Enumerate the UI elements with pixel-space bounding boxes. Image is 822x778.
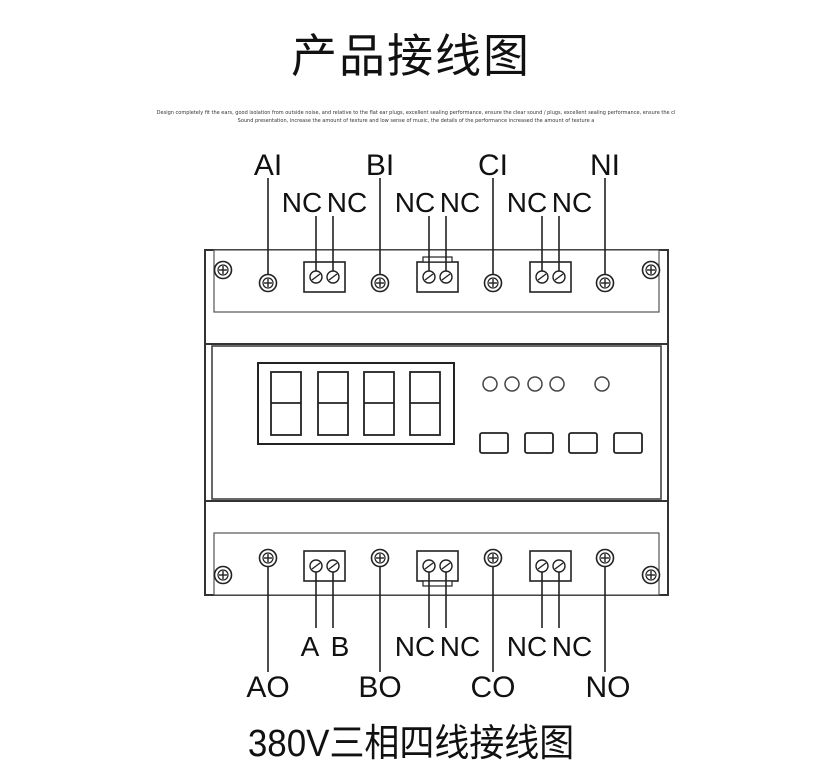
- led-indicator-icon: [594, 376, 610, 392]
- led-indicator-icon: [549, 376, 565, 392]
- corner-screw-icon: [641, 260, 661, 280]
- bottom-terminals: [258, 548, 615, 587]
- terminal-no-screw-icon: [595, 548, 615, 568]
- label-nc: NC: [440, 187, 480, 218]
- label-nc: NC: [507, 631, 547, 662]
- terminal-bo-screw-icon: [370, 548, 390, 568]
- label-bo: BO: [358, 671, 401, 704]
- label-ni: NI: [590, 149, 620, 182]
- label-nc: NC: [395, 631, 435, 662]
- label-co: CO: [471, 671, 516, 704]
- label-ao: AO: [246, 671, 289, 704]
- corner-screw-icon: [213, 565, 233, 585]
- terminal-co-screw-icon: [483, 548, 503, 568]
- led-indicator-icon: [504, 376, 520, 392]
- terminal-ni-screw-icon: [595, 273, 615, 293]
- label-no: NO: [586, 671, 631, 704]
- terminal-bi-screw-icon: [370, 273, 390, 293]
- label-a: A: [301, 631, 320, 662]
- corner-screw-icon: [213, 260, 233, 280]
- wires: [267, 178, 606, 672]
- meter-button-4: [613, 432, 643, 454]
- bottom-labels: A B NC NC NC NC AO BO CO NO: [246, 631, 630, 704]
- top-terminals: [258, 256, 615, 293]
- meter-button-1: [479, 432, 509, 454]
- led-indicator-icon: [527, 376, 543, 392]
- corner-screw-icon: [641, 565, 661, 585]
- label-nc: NC: [282, 187, 322, 218]
- terminal-ai-screw-icon: [258, 273, 278, 293]
- label-nc: NC: [440, 631, 480, 662]
- meter-button-2: [524, 432, 554, 454]
- label-nc: NC: [327, 187, 367, 218]
- seven-segment-display: [257, 362, 455, 445]
- label-ci: CI: [478, 149, 508, 182]
- label-nc: NC: [552, 631, 592, 662]
- indicator-leds: [482, 376, 610, 392]
- label-b: B: [331, 631, 350, 662]
- page-title: 产品接线图: [291, 29, 531, 83]
- top-labels: AI BI CI NI NC NC NC NC NC NC: [254, 149, 620, 218]
- terminal-ao-screw-icon: [258, 548, 278, 568]
- label-nc: NC: [395, 187, 435, 218]
- meter-body: [204, 249, 669, 596]
- description-line-2: Sound presentation, increase the amount …: [237, 118, 595, 124]
- led-indicator-icon: [482, 376, 498, 392]
- label-nc: NC: [507, 187, 547, 218]
- description-line-1: Design completely fit the ears, good iso…: [156, 110, 676, 116]
- terminal-ci-screw-icon: [483, 273, 503, 293]
- meter-button-3: [568, 432, 598, 454]
- meter-buttons: [479, 432, 643, 454]
- label-bi: BI: [366, 149, 394, 182]
- label-ai: AI: [254, 149, 282, 182]
- label-nc: NC: [552, 187, 592, 218]
- diagram-caption: 380V三相四线接线图: [247, 723, 575, 765]
